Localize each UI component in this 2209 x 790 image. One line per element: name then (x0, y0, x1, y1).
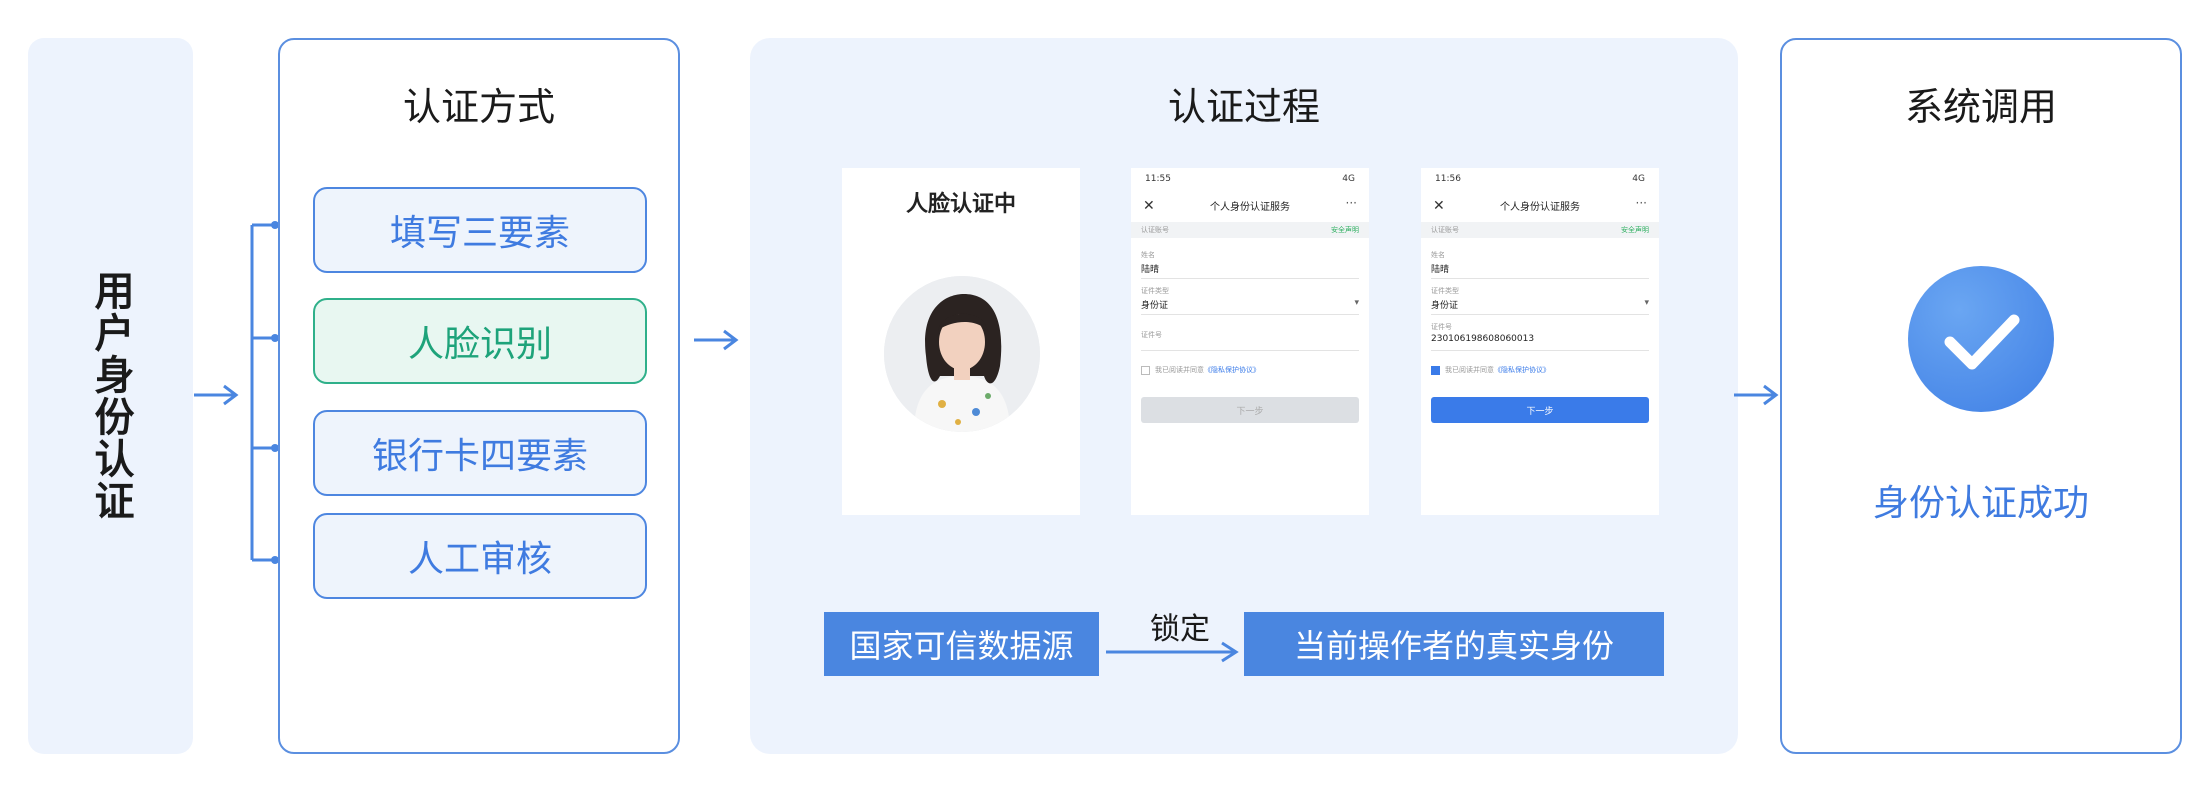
face-scan-screen: 人脸认证中 (842, 168, 1080, 515)
phone-form-filled: 11:56 4G ✕ 个人身份认证服务 ··· 认证账号 安全声明 姓名 陆晴 … (1421, 168, 1659, 515)
left-label-panel (28, 38, 193, 754)
more-icon[interactable]: ··· (1635, 196, 1647, 210)
status-time: 11:55 (1145, 174, 1171, 184)
method-face-recognition[interactable]: 人脸识别 (313, 298, 647, 384)
arrow-right-icon (1106, 641, 1239, 663)
status-time: 11:56 (1435, 174, 1461, 184)
divider (1431, 278, 1649, 279)
account-strip (1421, 222, 1659, 238)
agree-text: 我已阅读并同意《隐私保护协议》 (1155, 365, 1260, 375)
account-label: 认证账号 (1141, 226, 1169, 234)
auth-methods-title: 认证方式 (402, 85, 555, 129)
chevron-down-icon: ▾ (1644, 298, 1649, 308)
status-signal: 4G (1342, 174, 1355, 184)
status-signal: 4G (1632, 174, 1645, 184)
user-face-avatar (884, 276, 1040, 432)
divider (1141, 314, 1359, 315)
name-field[interactable]: 陆晴 (1431, 265, 1450, 275)
phone-form-title: 个人身份认证服务 (1500, 202, 1580, 213)
phone-form-empty: 11:55 4G ✕ 个人身份认证服务 ··· 认证账号 安全声明 姓名 陆晴 … (1131, 168, 1369, 515)
chevron-down-icon: ▾ (1354, 298, 1359, 308)
agree-checkbox-checked[interactable] (1431, 366, 1440, 375)
phone-form-title: 个人身份认证服务 (1210, 202, 1290, 213)
divider (1431, 350, 1649, 351)
left-label-container: 用户身份认证 (28, 38, 193, 754)
name-label: 姓名 (1141, 251, 1155, 259)
divider (1431, 314, 1649, 315)
next-button[interactable]: 下一步 (1431, 397, 1649, 423)
id-number-field[interactable]: 230106198608060013 (1431, 334, 1535, 344)
agree-text: 我已阅读并同意《隐私保护协议》 (1445, 365, 1550, 375)
close-icon[interactable]: ✕ (1143, 198, 1155, 214)
security-link[interactable]: 安全声明 (1331, 226, 1359, 234)
arrow-right-icon (694, 329, 739, 351)
id-type-label: 证件类型 (1431, 287, 1459, 295)
trusted-data-source-box: 国家可信数据源 (824, 612, 1099, 676)
id-number-label: 证件号 (1141, 331, 1162, 339)
privacy-link[interactable]: 《隐私保护协议》 (1494, 366, 1550, 374)
divider (1141, 278, 1359, 279)
name-label: 姓名 (1431, 251, 1445, 259)
face-scan-title: 人脸认证中 (905, 192, 1016, 217)
id-number-label: 证件号 (1431, 323, 1452, 331)
method-manual-review[interactable]: 人工审核 (313, 513, 647, 599)
arrow-right-icon (1734, 384, 1779, 406)
next-button-disabled[interactable]: 下一步 (1141, 397, 1359, 423)
divider (1141, 350, 1359, 351)
auth-success-text: 身份认证成功 (1872, 483, 2089, 524)
id-type-select[interactable]: 身份证 (1141, 301, 1169, 311)
more-icon[interactable]: ··· (1345, 196, 1357, 210)
id-type-label: 证件类型 (1141, 287, 1169, 295)
id-type-select[interactable]: 身份证 (1431, 301, 1459, 311)
close-icon[interactable]: ✕ (1433, 198, 1445, 214)
arrow-right-icon (194, 384, 239, 406)
account-strip (1131, 222, 1369, 238)
method-bank-card-four-factors[interactable]: 银行卡四要素 (313, 410, 647, 496)
check-icon (1908, 266, 2054, 412)
auth-process-title: 认证过程 (1167, 85, 1320, 129)
security-link[interactable]: 安全声明 (1621, 226, 1649, 234)
real-identity-box: 当前操作者的真实身份 (1244, 612, 1664, 676)
privacy-link[interactable]: 《隐私保护协议》 (1204, 366, 1260, 374)
lock-label: 锁定 (1150, 612, 1210, 647)
system-call-title: 系统调用 (1904, 85, 2057, 129)
method-bracket (250, 221, 279, 564)
agree-label: 我已阅读并同意 (1155, 366, 1204, 374)
user-identity-label: 用户身份认证 (87, 270, 134, 522)
auth-methods-panel (278, 38, 680, 754)
name-field[interactable]: 陆晴 (1141, 265, 1160, 275)
method-three-factors[interactable]: 填写三要素 (313, 187, 647, 273)
account-label: 认证账号 (1431, 226, 1459, 234)
agree-label: 我已阅读并同意 (1445, 366, 1494, 374)
agree-checkbox[interactable] (1141, 366, 1150, 375)
